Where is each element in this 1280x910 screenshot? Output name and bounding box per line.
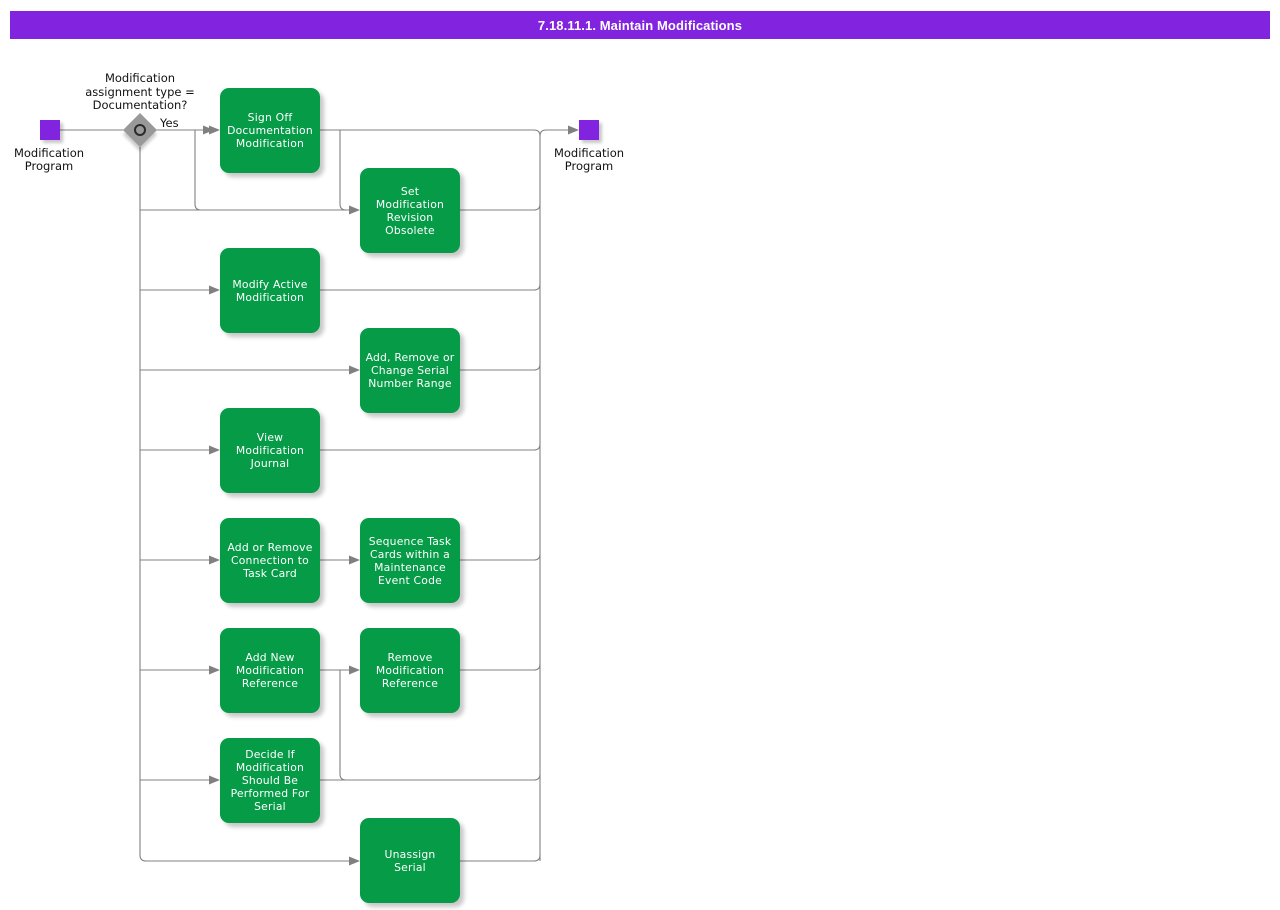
task-add-or-remove-connection-to-task-card[interactable]: Add or Remove Connection to Task Card	[220, 518, 320, 603]
start-event[interactable]	[40, 120, 60, 140]
task-label: Add or Remove Connection to Task Card	[227, 541, 313, 580]
end-event-label-line2: Program	[564, 159, 614, 173]
arrowhead-modify-active-in	[209, 285, 220, 295]
task-label: Remove Modification Reference	[375, 651, 445, 690]
gateway-label: Modification assignment type = Documenta…	[50, 71, 230, 113]
task-add-remove-or-change-serial-number-range[interactable]: Add, Remove or Change Serial Number Rang…	[360, 328, 460, 413]
arrowhead-remove-reference-in	[349, 665, 360, 675]
wire-yes-drop-to-row210	[194, 130, 202, 211]
task-label: Modify Active Modification	[232, 277, 308, 304]
gateway-label-line3: Documentation?	[92, 98, 188, 112]
gateway-branch-label-yes: Yes	[160, 116, 179, 130]
wire-modify-active-to-right-trunk	[320, 283, 541, 291]
arrowhead-sequence-task-cards-in	[349, 555, 360, 565]
wire-signoff-drop-to-set-revision	[339, 130, 347, 211]
page-title-bar: 7.18.11.1. Maintain Modifications	[10, 11, 1270, 39]
start-event-label-line2: Program	[24, 159, 74, 173]
start-event-label-line1: Modification	[13, 146, 85, 160]
wire-signoff-to-right-trunk	[320, 129, 541, 137]
wire-sequence-to-right-trunk	[460, 553, 541, 561]
task-label: Set Modification Revision Obsolete	[375, 184, 445, 237]
arrowhead-unassign-in	[349, 856, 360, 866]
task-view-modification-journal[interactable]: View Modification Journal	[220, 408, 320, 493]
wire-serial-range-to-right-trunk	[460, 363, 541, 371]
end-event-label: Modification Program	[519, 147, 659, 173]
task-sign-off-documentation-modification[interactable]: Sign Off Documentation Modification	[220, 88, 320, 173]
arrowhead-view-journal-in	[209, 445, 220, 455]
arrowhead-set-revision-obsolete-in	[349, 205, 360, 215]
task-label: View Modification Journal	[235, 431, 305, 470]
end-event[interactable]	[579, 120, 599, 140]
task-label: Unassign Serial	[384, 847, 436, 874]
arrowhead-serial-number-range-in	[349, 365, 360, 375]
end-event-label-line1: Modification	[553, 146, 625, 160]
arrowhead-signoff-in	[209, 125, 220, 135]
wire-set-revision-to-right-trunk	[460, 203, 541, 211]
task-unassign-serial[interactable]: Unassign Serial	[360, 818, 460, 903]
gateway-label-line2: assignment type =	[85, 84, 195, 99]
task-modify-active-modification[interactable]: Modify Active Modification	[220, 248, 320, 333]
gateway-modification-assignment-type[interactable]	[123, 113, 157, 147]
task-label: Add, Remove or Change Serial Number Rang…	[365, 351, 455, 390]
task-set-modification-revision-obsolete[interactable]: Set Modification Revision Obsolete	[360, 168, 460, 253]
wire-add-new-drop-to-decide-row	[339, 670, 347, 781]
task-decide-if-modification-should-be-performed-for-serial[interactable]: Decide If Modification Should Be Perform…	[220, 738, 320, 823]
task-label: Add New Modification Reference	[235, 651, 305, 690]
task-label: Sign Off Documentation Modification	[227, 111, 313, 150]
task-remove-modification-reference[interactable]: Remove Modification Reference	[360, 628, 460, 713]
wire-unassign-to-right-trunk	[460, 854, 541, 862]
arrowhead-end-event-in	[568, 125, 579, 135]
gateway-label-line1: Modification	[104, 71, 176, 85]
wire-right-trunk	[539, 129, 568, 861]
task-label: Sequence Task Cards within a Maintenance…	[368, 534, 452, 587]
arrowhead-decide-if-modification-in	[209, 775, 220, 785]
task-label: Decide If Modification Should Be Perform…	[230, 748, 310, 813]
gateway-inclusive-or-icon	[134, 124, 146, 136]
start-event-label: Modification Program	[0, 147, 119, 173]
task-add-new-modification-reference[interactable]: Add New Modification Reference	[220, 628, 320, 713]
page-title: 7.18.11.1. Maintain Modifications	[537, 17, 743, 33]
task-sequence-task-cards-within-a-maintenance-event-code[interactable]: Sequence Task Cards within a Maintenance…	[360, 518, 460, 603]
arrowhead-add-new-reference-in	[209, 665, 220, 675]
wire-remove-reference-to-right-trunk	[460, 663, 541, 671]
wire-decide-to-right-trunk	[320, 773, 541, 781]
wire-view-journal-to-right-trunk	[320, 443, 541, 451]
arrowhead-add-remove-connection-in	[209, 555, 220, 565]
arrowhead-gateway-in	[203, 125, 214, 135]
